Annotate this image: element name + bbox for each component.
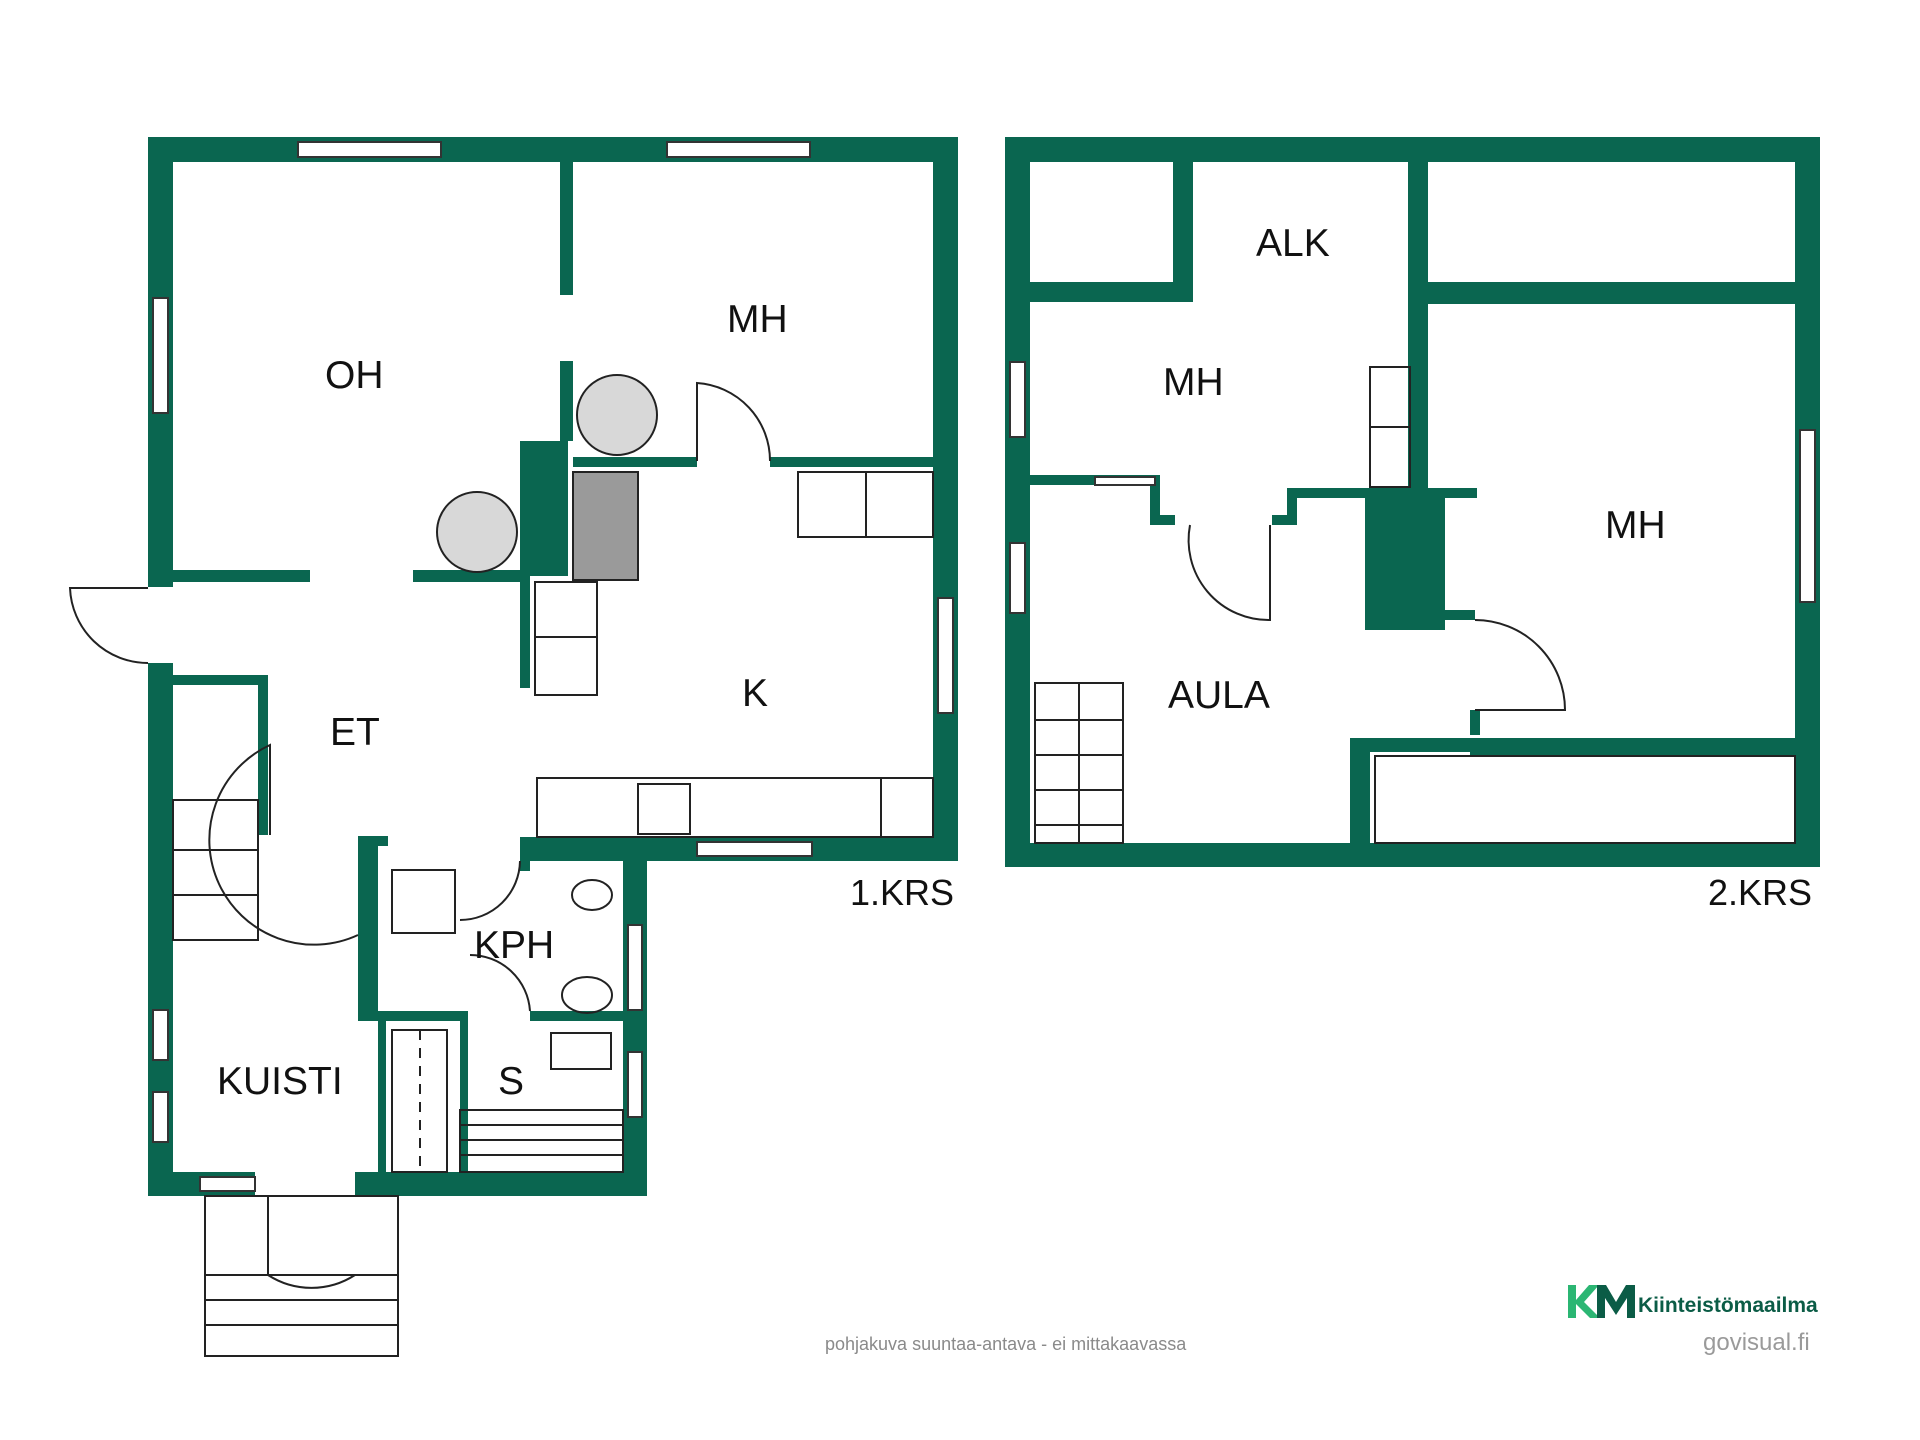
room-label-mh-left: MH: [1163, 361, 1224, 404]
mh-left-door: [1187, 524, 1271, 622]
kuisti-outer-door: [267, 1196, 356, 1289]
storage-bottom: [1374, 755, 1796, 844]
floor-1-windows: [152, 141, 954, 1192]
window: [1009, 542, 1026, 614]
toilet-icon: [571, 879, 613, 911]
footer: pohjakuva suuntaa-antava - ei mittakaava…: [825, 1285, 1818, 1356]
washbasin-icon: [561, 976, 613, 1014]
washing-machine-icon: [391, 869, 456, 934]
brand-name: Kiinteistömaailma: [1638, 1294, 1818, 1317]
entry-door: [68, 587, 149, 664]
window: [627, 924, 643, 1011]
room-label-s: S: [498, 1060, 524, 1103]
floor-2-walls: [1005, 137, 1820, 867]
floor-2-windows: [1009, 361, 1816, 614]
heater-icon: [550, 1032, 612, 1070]
et-kuisti-door: [208, 743, 359, 946]
stove-icon: [534, 581, 598, 638]
room-label-alk: ALK: [1256, 222, 1330, 265]
kph-door: [459, 860, 521, 921]
floor-1-doors: [68, 381, 772, 1289]
floor-2-fixtures: [1034, 366, 1796, 844]
floor-label-2: 2.KRS: [1708, 872, 1812, 913]
room-label-mh: MH: [727, 298, 788, 341]
room-label-mh-right: MH: [1605, 504, 1666, 547]
floor-1-walls: [148, 137, 958, 1196]
chair-icon: [576, 374, 658, 456]
room-label-kuisti: KUISTI: [217, 1060, 343, 1103]
room-label-kph: KPH: [474, 924, 554, 967]
window: [152, 297, 169, 414]
window: [627, 1051, 643, 1118]
kitchen-worktop: [536, 777, 934, 838]
mh-door: [696, 381, 772, 462]
room-label-et: ET: [330, 711, 380, 754]
sink-icon: [637, 783, 691, 835]
window: [1799, 429, 1816, 603]
floor-1-fixtures: [172, 374, 934, 1357]
disclaimer-note: pohjakuva suuntaa-antava - ei mittakaava…: [825, 1334, 1187, 1354]
floor-1-plan: OH MH K ET KPH S KUISTI 1.KRS: [68, 137, 958, 1357]
chair-icon: [436, 491, 518, 573]
cabinet: [534, 636, 598, 696]
window: [666, 141, 811, 158]
stair-flight: [172, 799, 259, 941]
mh-right-door: [1474, 619, 1567, 711]
window: [937, 597, 954, 714]
credit-text: govisual.fi: [1703, 1329, 1810, 1356]
km-logo-icon: [1568, 1285, 1635, 1318]
window: [1009, 361, 1026, 438]
floor-2-doors: [1187, 524, 1567, 711]
floor-2-plan: ALK MH MH AULA 2.KRS: [1005, 137, 1820, 913]
room-label-oh: OH: [325, 354, 384, 397]
window: [152, 1091, 169, 1143]
room-label-aula: AULA: [1168, 674, 1270, 717]
window: [696, 841, 813, 857]
window: [199, 1176, 256, 1192]
window: [297, 141, 442, 158]
fireplace: [572, 471, 639, 581]
floor-1-room-labels: OH MH K ET KPH S KUISTI: [217, 298, 788, 1103]
floor-label-1: 1.KRS: [850, 872, 954, 913]
sauna-door: [469, 953, 531, 1012]
room-label-k: K: [742, 672, 768, 715]
floor-2-room-labels: ALK MH MH AULA: [1163, 222, 1666, 717]
window: [152, 1009, 169, 1061]
window: [1094, 476, 1156, 486]
